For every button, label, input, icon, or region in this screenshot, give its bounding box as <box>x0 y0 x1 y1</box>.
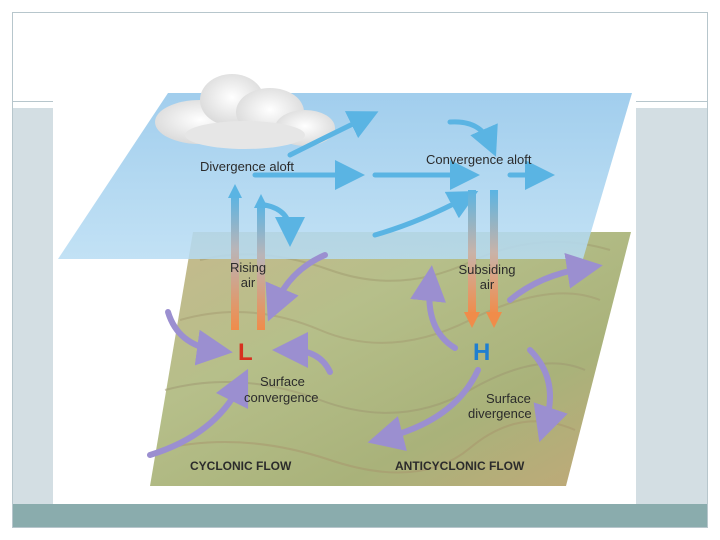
label-convergence-aloft: Convergence aloft <box>426 152 532 167</box>
label-subsiding-air-line2: air <box>480 277 495 292</box>
footer-bar <box>13 504 707 527</box>
label-subsiding-air-line1: Subsiding <box>458 262 515 277</box>
label-anticyclonic-flow: ANTICYCLONIC FLOW <box>395 459 525 473</box>
low-pressure-label: L <box>238 339 253 366</box>
label-surface-convergence-line1: Surface <box>260 374 305 389</box>
left-side-panel <box>13 108 53 504</box>
label-surface-divergence-line1: Surface <box>486 391 531 406</box>
label-rising-air-line1: Rising <box>230 260 266 275</box>
label-rising-air-line2: air <box>241 275 256 290</box>
pressure-systems-figure: Divergence aloft Convergence aloft Risin… <box>53 62 636 504</box>
ground-surface <box>150 232 631 486</box>
cloud-icon <box>155 74 335 149</box>
subsiding-air-column-2 <box>490 190 498 315</box>
label-divergence-aloft: Divergence aloft <box>200 159 294 174</box>
right-side-panel <box>636 108 707 504</box>
label-surface-convergence-line2: convergence <box>244 390 318 405</box>
label-surface-divergence-line2: divergence <box>468 406 532 421</box>
subsiding-air-column-1 <box>468 190 476 315</box>
high-pressure-label: H <box>473 339 490 366</box>
label-cyclonic-flow: CYCLONIC FLOW <box>190 459 292 473</box>
pressure-systems-diagram: Divergence aloft Convergence aloft Risin… <box>53 62 636 504</box>
